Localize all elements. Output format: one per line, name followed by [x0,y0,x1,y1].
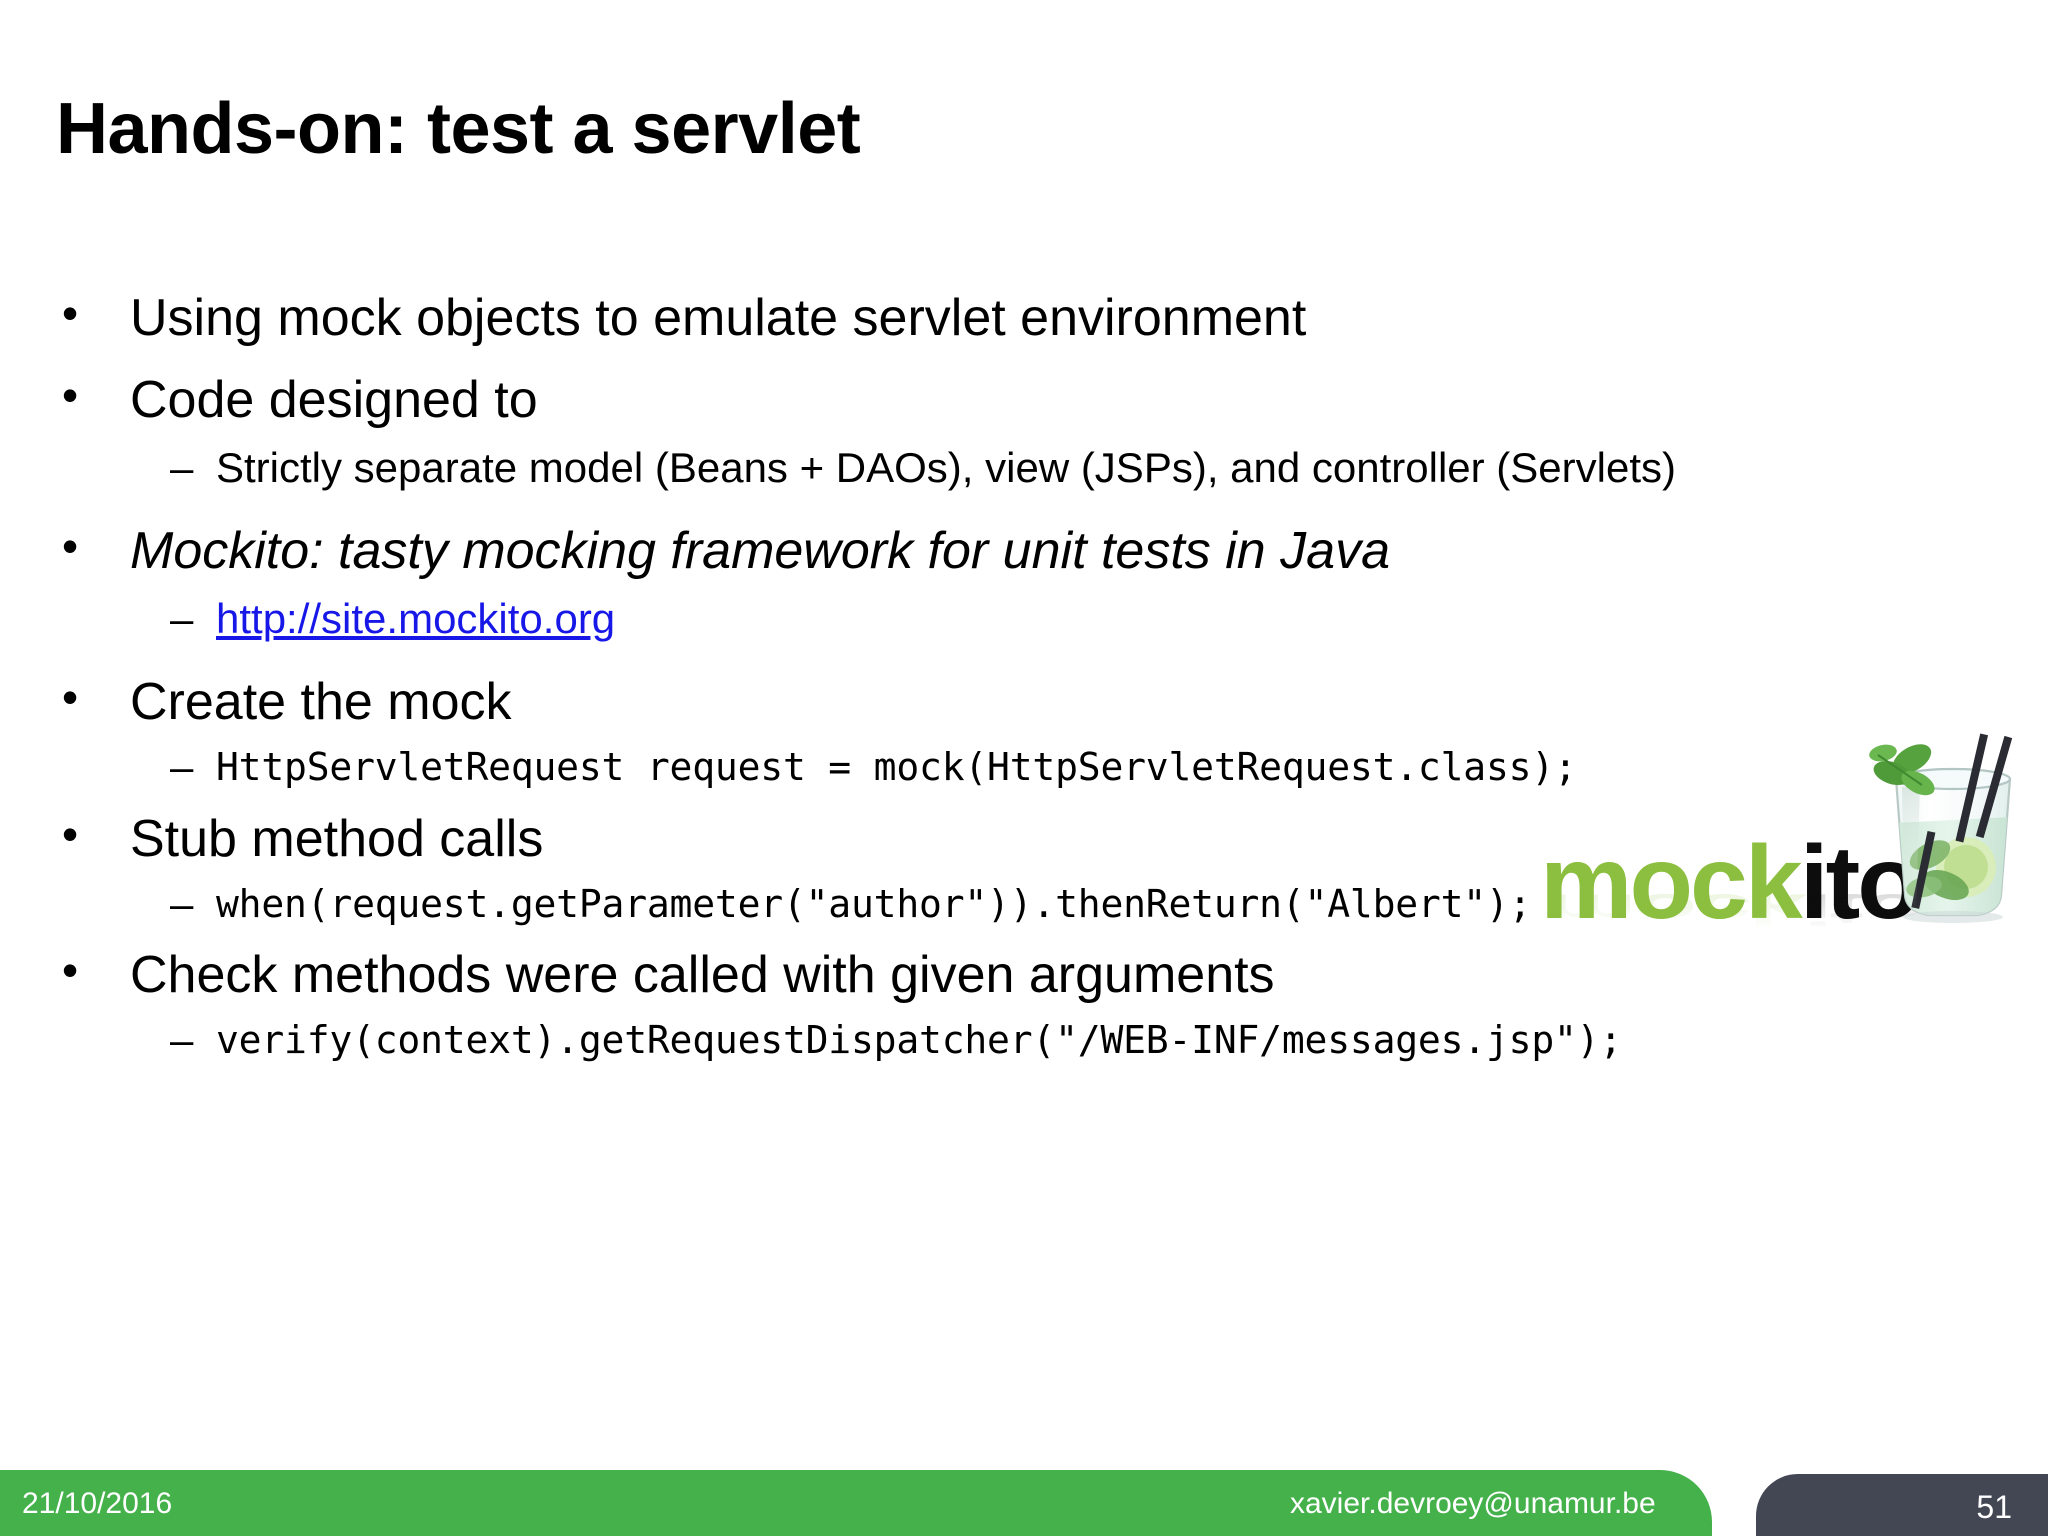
list-item: • Create the mock [48,671,2008,732]
list-item: • Code designed to [48,369,2008,429]
bullet-marker: • [62,520,79,573]
dash-marker: – [170,444,194,491]
dash-marker: – [170,743,194,791]
bullet-marker: • [62,944,79,997]
code-line: – HttpServletRequest request = mock(Http… [48,743,2006,791]
code-line: – when(request.getParameter("author")).t… [48,879,2006,927]
list-item: • Stub method calls [48,807,2008,868]
dash-marker: – [170,1016,194,1064]
bullet-marker: • [62,807,79,860]
bullet-list: • Using mock objects to emulate servlet … [48,287,2008,1086]
bullet-marker: • [62,369,79,421]
list-item: • Using mock objects to emulate servlet … [48,287,2008,347]
list-item-label: Using mock objects to emulate servlet en… [130,289,1307,347]
list-item-label: Code designed to [130,371,538,429]
sub-list-item: – Strictly separate model (Beans + DAOs)… [48,444,2006,491]
list-item: • Mockito: tasty mocking framework for u… [48,520,2008,581]
bullet-marker: • [62,287,79,339]
sub-list-item: – http://site.mockito.org [48,595,2006,642]
page-number: 51 [1976,1489,2012,1525]
footer-date: 21/10/2016 [22,1487,173,1520]
dash-marker: – [170,879,194,927]
list-item-label: Check methods were called with given arg… [130,946,1275,1005]
list-item-label: Stub method calls [130,809,544,868]
list-item-label: Create the mock [130,673,512,732]
footer-email: xavier.devroey@unamur.be [1290,1487,1656,1520]
bullet-marker: • [62,671,79,724]
code-line: – verify(context).getRequestDispatcher("… [48,1016,2006,1064]
list-item-label: Mockito: tasty mocking framework for uni… [130,522,1390,581]
code-text: HttpServletRequest request = mock(HttpSe… [216,745,1577,790]
footer-bar [0,1470,1712,1536]
code-text: verify(context).getRequestDispatcher("/W… [216,1018,1623,1063]
dash-marker: – [170,595,194,643]
code-text: when(request.getParameter("author")).the… [216,881,1532,926]
list-item: • Check methods were called with given a… [48,944,2008,1005]
mockito-site-link[interactable]: http://site.mockito.org [216,595,616,643]
page-number-panel [1756,1474,2048,1536]
page-title: Hands-on: test a servlet [56,89,861,169]
sub-list-item-label: Strictly separate model (Beans + DAOs), … [216,444,1676,491]
